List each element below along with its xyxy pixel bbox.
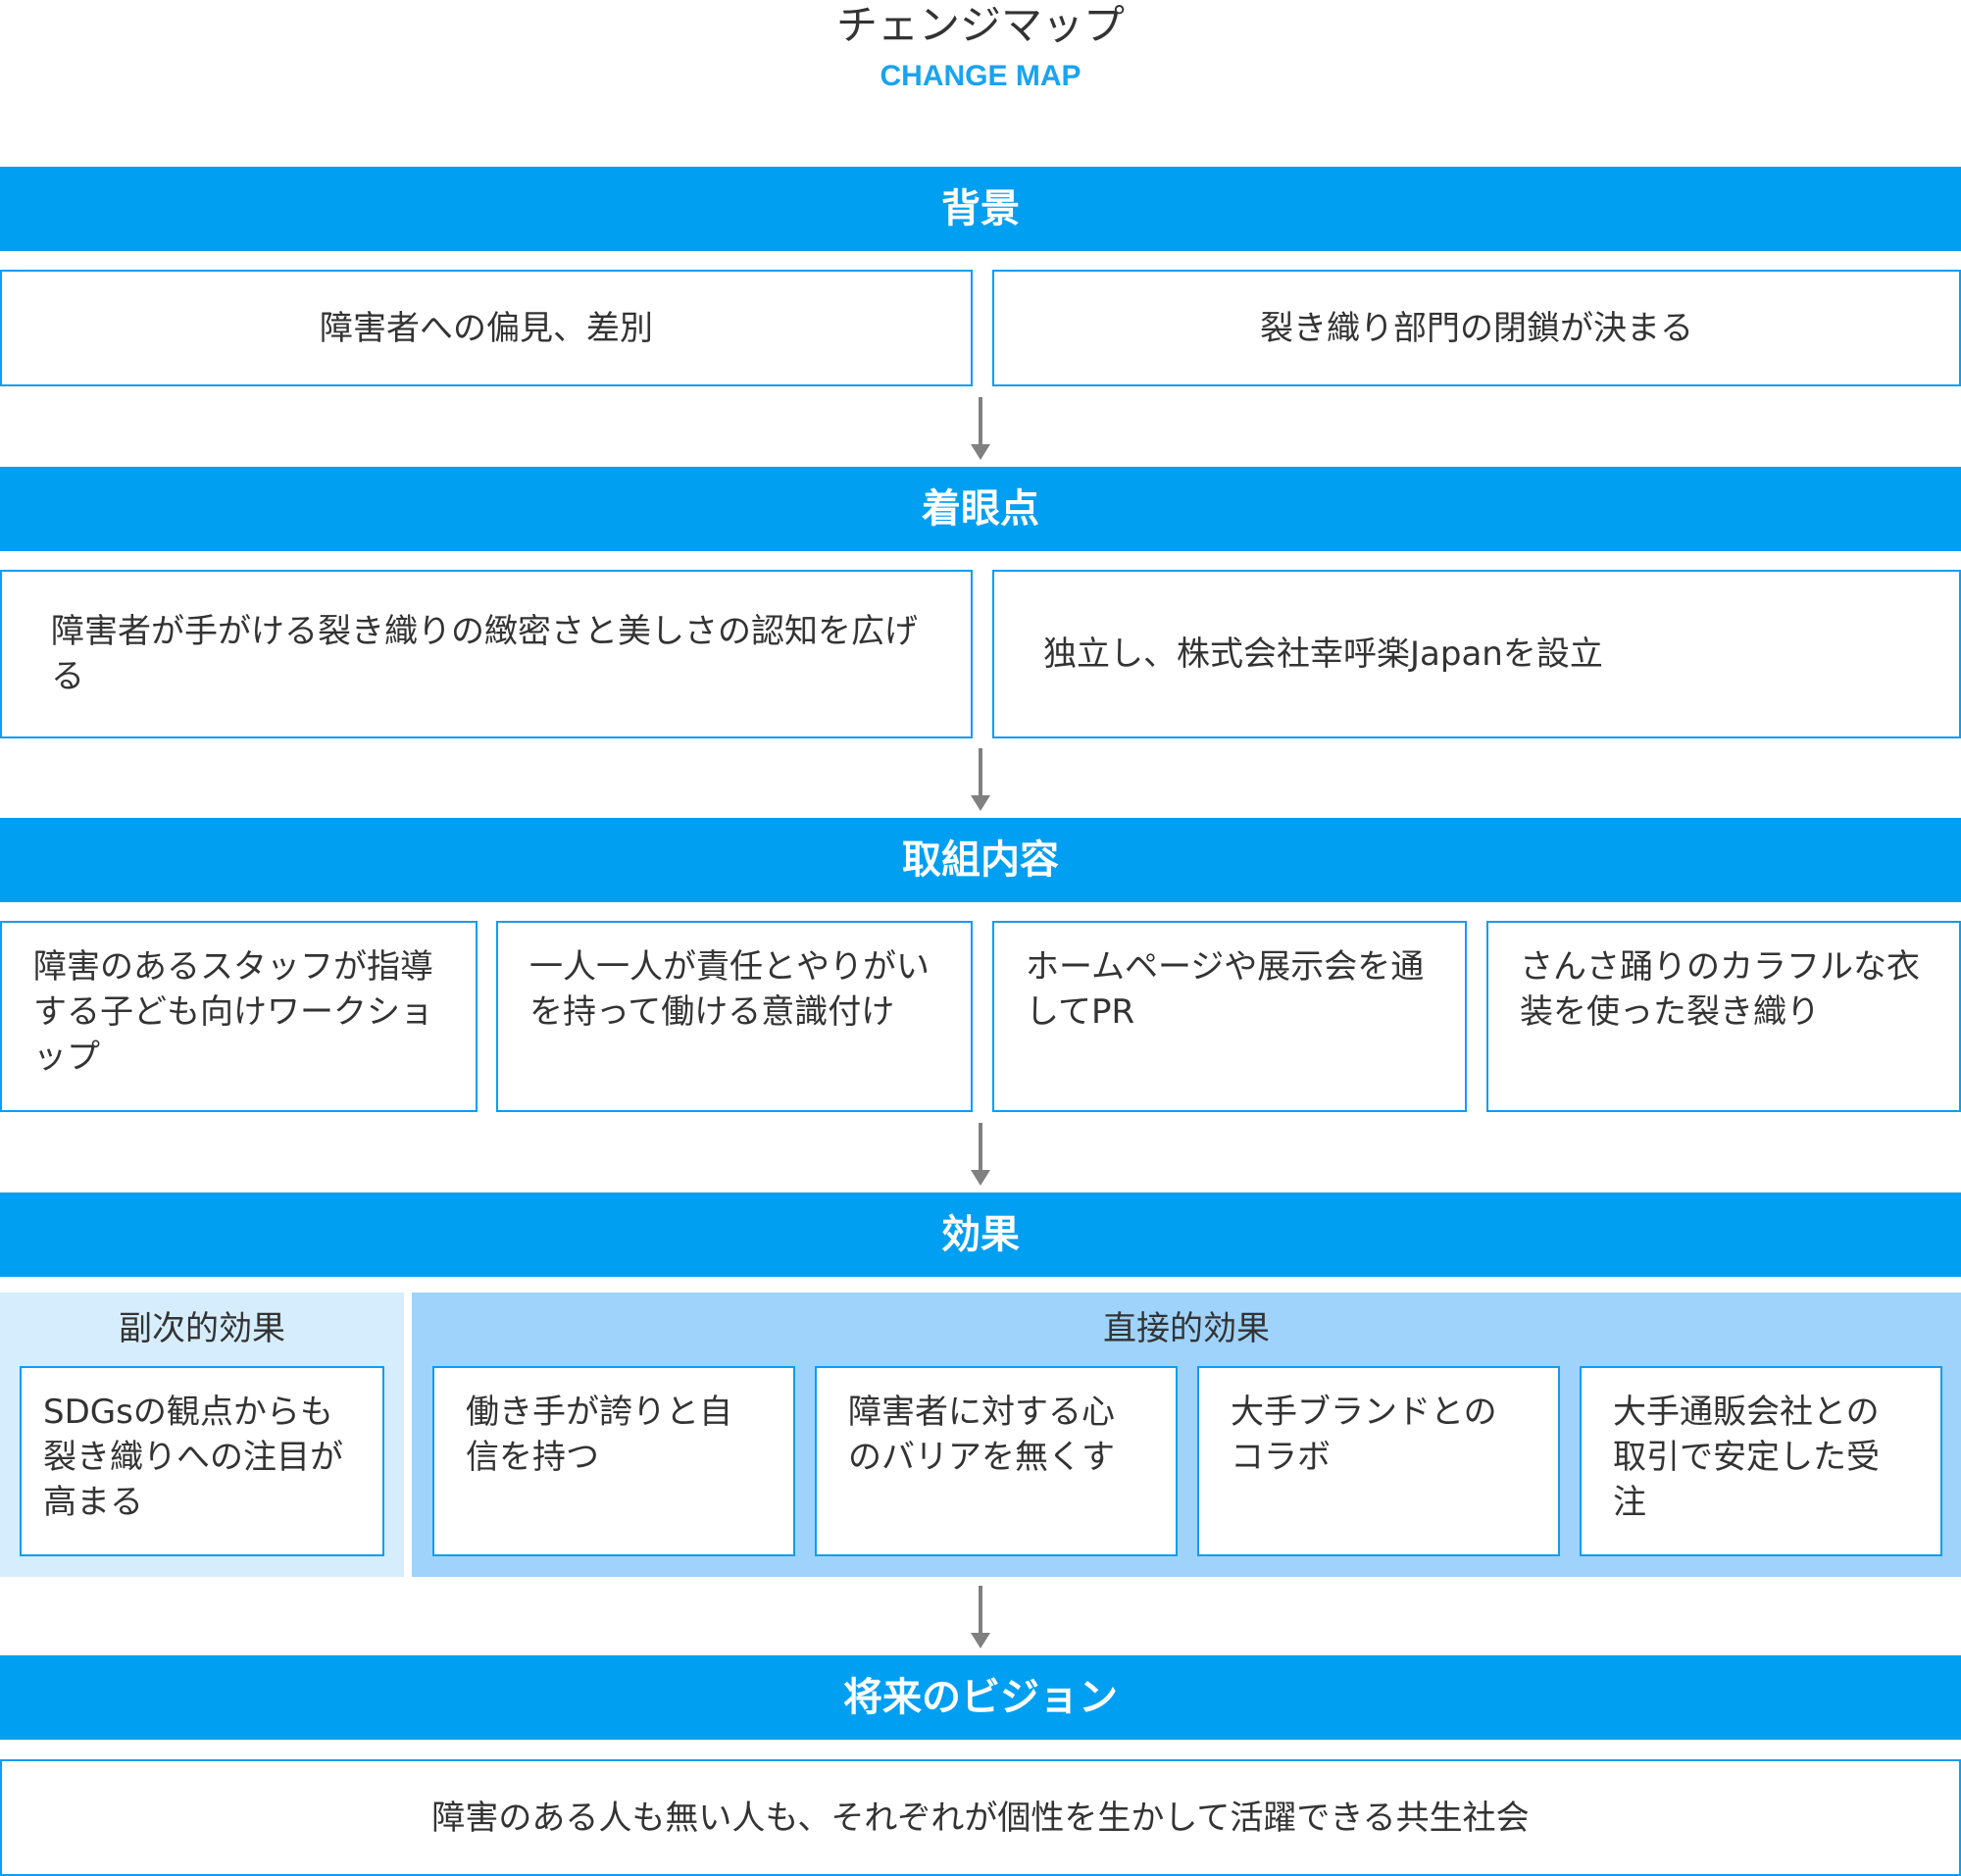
focus-box-text: 独立し、株式会社幸呼楽Japanを設立: [1043, 634, 1603, 674]
focus-box-awareness: 障害者が手がける裂き織りの緻密さと美しさの認知を広げる: [0, 570, 973, 738]
flow-arrow: [971, 1123, 990, 1186]
effect-box-text: 働き手が誇りと自信を持つ: [466, 1393, 732, 1477]
effect-box-text: 大手通販会社との取引で安定した受注: [1613, 1393, 1880, 1522]
action-box-pr: ホームページや展示会を通してPR: [992, 921, 1467, 1112]
action-box-text: さんさ踊りのカラフルな衣装を使った裂き織り: [1520, 947, 1920, 1032]
section-header-background: 背景: [0, 167, 1961, 251]
background-box-prejudice: 障害者への偏見、差別: [0, 270, 973, 386]
background-box-text: 障害者への偏見、差別: [320, 308, 653, 348]
background-box-text: 裂き織り部門の閉鎖が決まる: [1260, 308, 1693, 348]
vision-box: 障害のある人も無い人も、それぞれが個性を生かして活躍できる共生社会: [0, 1759, 1961, 1876]
section-header-vision: 将来のビジョン: [0, 1655, 1961, 1740]
flow-arrow: [971, 748, 990, 811]
section-header-actions: 取組内容: [0, 818, 1961, 902]
effect-box-text: SDGsの観点からも裂き織りへの注目が高まる: [43, 1393, 343, 1522]
action-box-text: ホームページや展示会を通してPR: [1026, 947, 1425, 1032]
vision-text: 障害のある人も無い人も、それぞれが個性を生かして活躍できる共生社会: [431, 1798, 1530, 1838]
section-header-effects: 効果: [0, 1192, 1961, 1277]
action-box-text: 一人一人が責任とやりがいを持って働ける意識付け: [529, 947, 930, 1032]
direct-effects-label: 直接的効果: [1103, 1309, 1270, 1348]
secondary-effect-box-sdgs: SDGsの観点からも裂き織りへの注目が高まる: [20, 1366, 384, 1556]
flow-arrow: [971, 397, 990, 460]
action-box-workshop: 障害のあるスタッフが指導する子ども向けワークショップ: [0, 921, 478, 1112]
secondary-effects-label: 副次的効果: [119, 1309, 285, 1348]
direct-effect-box-collab: 大手ブランドとのコラボ: [1197, 1366, 1560, 1556]
action-box-sansa-weaving: さんさ踊りのカラフルな衣装を使った裂き織り: [1486, 921, 1961, 1112]
focus-box-text: 障害者が手がける裂き織りの緻密さと美しさの認知を広げる: [51, 612, 918, 696]
action-box-text: 障害のあるスタッフが指導する子ども向けワークショップ: [33, 947, 433, 1077]
section-header-focus: 着眼点: [0, 467, 1961, 551]
focus-box-company: 独立し、株式会社幸呼楽Japanを設立: [992, 570, 1961, 738]
flow-arrow: [971, 1586, 990, 1648]
background-box-closure: 裂き織り部門の閉鎖が決まる: [992, 270, 1961, 386]
direct-effect-box-barrier: 障害者に対する心のバリアを無くす: [815, 1366, 1178, 1556]
effect-box-text: 障害者に対する心のバリアを無くす: [848, 1393, 1115, 1477]
page-title: チェンジマップ: [835, 1, 1125, 49]
page-subtitle: CHANGE MAP: [880, 60, 1081, 92]
action-box-motivation: 一人一人が責任とやりがいを持って働ける意識付け: [496, 921, 973, 1112]
direct-effect-box-orders: 大手通販会社との取引で安定した受注: [1580, 1366, 1942, 1556]
effect-box-text: 大手ブランドとのコラボ: [1231, 1393, 1497, 1477]
direct-effect-box-pride: 働き手が誇りと自信を持つ: [432, 1366, 795, 1556]
